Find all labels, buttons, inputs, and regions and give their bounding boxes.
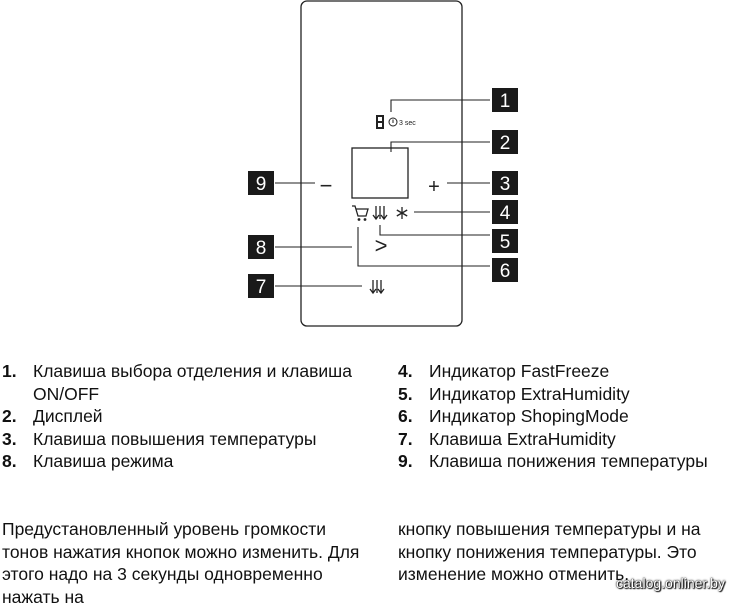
legend-text: Клавиша выбора отделения и клавиша ON/OF…	[33, 361, 352, 404]
legend-number: 1.	[2, 361, 17, 381]
legend-text: Дисплей	[33, 406, 103, 426]
callout-7: 7	[248, 274, 274, 298]
callout-1: 1	[492, 88, 518, 112]
callout-8: 8	[248, 235, 274, 259]
instruction-paragraph-right: кнопку повышения температуры и на кнопку…	[398, 519, 701, 584]
legend-item: 3. Клавиша повышения температуры	[2, 428, 374, 451]
control-panel-diagram: 3 sec − + >	[248, 0, 518, 327]
instruction-paragraph-left: Предустановленный уровень громкости тоно…	[2, 519, 360, 607]
svg-text:5: 5	[500, 232, 511, 253]
legend-text: Клавиша ExtraHumidity	[429, 428, 616, 449]
legend-item: 9. Клавиша понижения температуры	[398, 450, 747, 473]
svg-text:6: 6	[500, 261, 511, 282]
snowflake-icon	[396, 207, 408, 219]
legend-text: Индикатор FastFreeze	[429, 361, 610, 381]
legend-number: 7.	[398, 428, 413, 449]
callout-9: 9	[248, 171, 274, 195]
callout-4: 4	[492, 200, 518, 224]
svg-text:7: 7	[256, 277, 267, 298]
legend-text: Клавиша повышения температуры	[33, 428, 317, 449]
extra-humidity-button-icon[interactable]	[369, 280, 385, 295]
display	[351, 147, 409, 199]
plus-button[interactable]: +	[428, 176, 440, 198]
shopping-cart-icon	[352, 205, 369, 221]
minus-button[interactable]: −	[320, 173, 333, 198]
legend-number: 3.	[2, 428, 17, 449]
legend-text: Индикатор ExtraHumidity	[429, 383, 630, 404]
svg-text:1: 1	[500, 91, 511, 112]
legend-item: 7. Клавиша ExtraHumidity	[398, 428, 747, 451]
legend-number: 4.	[398, 361, 413, 381]
callout-5: 5	[492, 229, 518, 253]
svg-text:9: 9	[256, 174, 267, 195]
leader-lines	[275, 99, 490, 287]
legend-right: 4. Индикатор FastFreeze 5. Индикатор Ext…	[398, 360, 747, 473]
svg-text:2: 2	[500, 133, 511, 154]
timer-label: 3 sec	[399, 120, 416, 127]
legend-text: Клавиша понижения температуры	[429, 451, 708, 471]
mode-button[interactable]: >	[375, 233, 388, 258]
control-panel-outline	[300, 0, 463, 327]
legend-text: Индикатор ShopingMode	[429, 406, 629, 426]
legend-item: 6. Индикатор ShopingMode	[398, 405, 747, 428]
timer-icon	[388, 117, 398, 127]
legend-item: 8. Клавиша режима	[2, 450, 374, 473]
callout-3: 3	[492, 171, 518, 195]
humidity-arrows-icon	[372, 206, 388, 221]
legend-number: 6.	[398, 406, 413, 426]
legend-number: 5.	[398, 383, 413, 404]
svg-text:4: 4	[500, 203, 511, 224]
legend-item: 5. Индикатор ExtraHumidity	[398, 383, 747, 406]
legend-number: 8.	[2, 451, 17, 471]
legend-number: 2.	[2, 406, 17, 426]
svg-text:8: 8	[256, 238, 267, 259]
legend-item: 2. Дисплей	[2, 405, 374, 428]
legend-left: 1. Клавиша выбора отделения и клавиша ON…	[2, 360, 374, 473]
legend-item: 1. Клавиша выбора отделения и клавиша ON…	[2, 360, 374, 405]
legend-item: 4. Индикатор FastFreeze	[398, 360, 747, 383]
watermark: catalog.onliner.by	[616, 575, 725, 591]
legend-number: 9.	[398, 451, 413, 471]
legend-text: Клавиша режима	[33, 451, 174, 471]
callout-6: 6	[492, 258, 518, 282]
callout-2: 2	[492, 130, 518, 154]
svg-text:3: 3	[500, 174, 511, 195]
compartment-select-icon[interactable]	[376, 115, 384, 129]
